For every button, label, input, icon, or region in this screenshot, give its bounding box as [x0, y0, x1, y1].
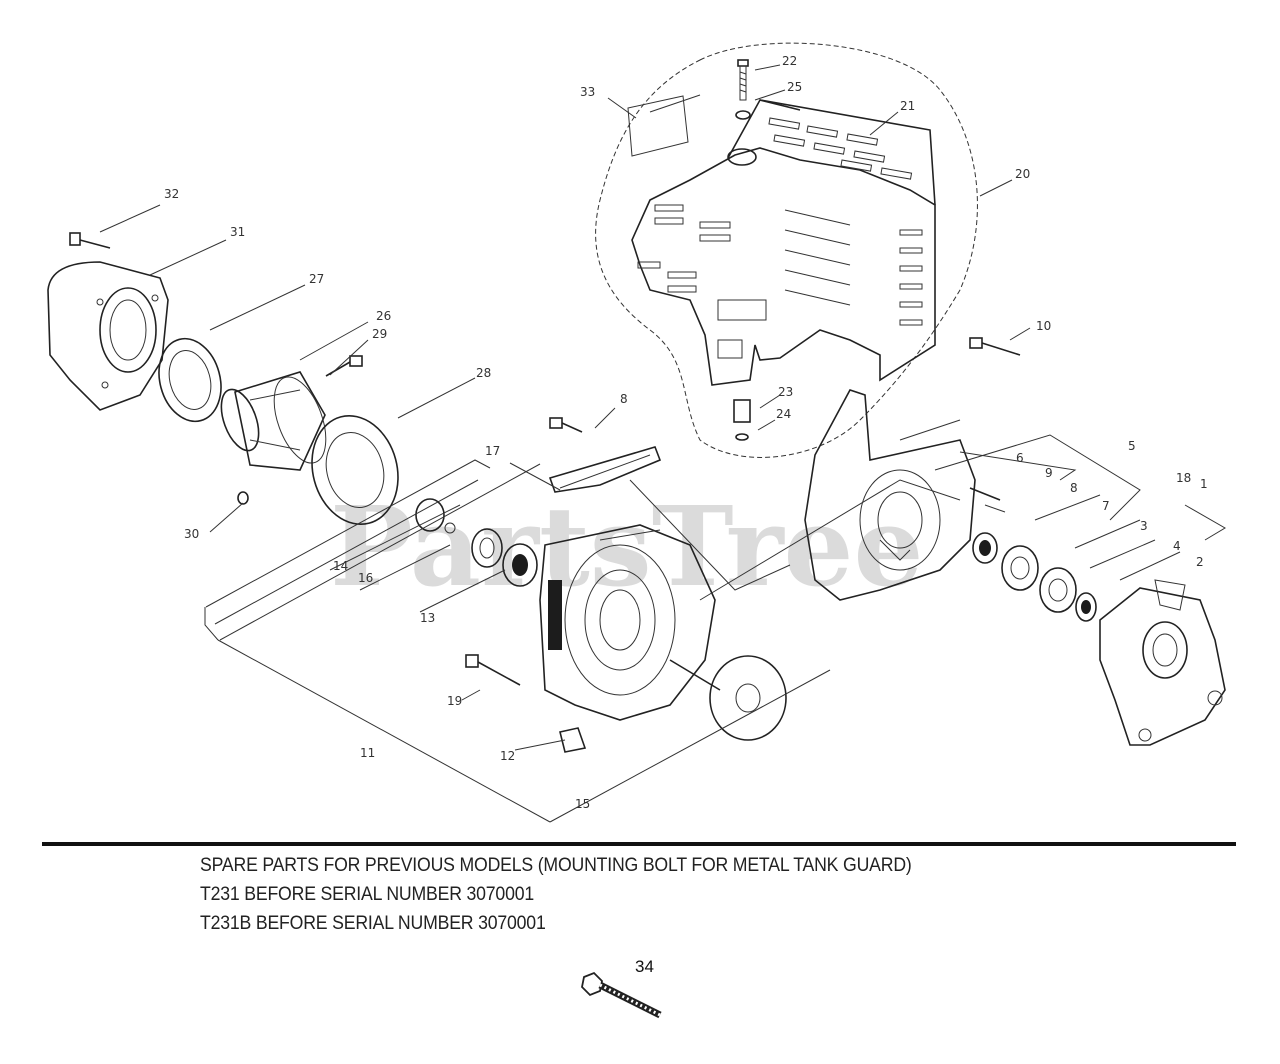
section-divider [42, 842, 1236, 846]
callout-15: 15 [575, 797, 590, 811]
callout-7: 7 [1102, 499, 1110, 513]
part-9-pin [984, 504, 1006, 513]
callout-21: 21 [900, 99, 915, 113]
callout-22: 22 [782, 54, 797, 68]
watermark-text: PartsTree [330, 482, 924, 611]
part-19-bolt [465, 654, 521, 686]
callout-labels: 1 2 3 4 5 6 7 8 8 9 10 11 12 13 14 15 16… [164, 54, 1208, 811]
part-30-washer [237, 491, 249, 505]
part-32-bolt [69, 232, 111, 249]
callout-17: 17 [485, 444, 500, 458]
part-23-24-spacer [733, 399, 751, 441]
callout-13: 13 [420, 611, 435, 625]
callout-32: 32 [164, 187, 179, 201]
callout-27: 27 [309, 272, 324, 286]
callout-28: 28 [476, 366, 491, 380]
part-1-2-gear-case [1099, 579, 1226, 746]
part-31-clutch-housing [47, 261, 169, 411]
part-22-25-screw-washer [735, 59, 751, 120]
callout-1: 1 [1200, 477, 1208, 491]
part-crankcase-half [804, 389, 976, 601]
part-11-fan-housing [539, 524, 716, 721]
callout-16: 16 [358, 571, 373, 585]
part-28-cover-plate [311, 414, 399, 526]
callout-9: 9 [1045, 466, 1053, 480]
exploded-parts-diagram: PartsTree [47, 42, 1226, 823]
part-17-bracket [548, 446, 662, 493]
part-14-circlip [415, 498, 445, 532]
callout-18: 18 [1176, 471, 1191, 485]
callout-31: 31 [230, 225, 245, 239]
part-10-bolt [969, 337, 1021, 356]
callout-29: 29 [372, 327, 387, 341]
callout-6: 6 [1016, 451, 1024, 465]
callout-11: 11 [360, 746, 375, 760]
part-33-label-plate [607, 95, 689, 157]
note-model-t231b: T231B BEFORE SERIAL NUMBER 3070001 [200, 913, 546, 934]
callout-12: 12 [500, 749, 515, 763]
callout-8-right: 8 [1070, 481, 1078, 495]
part-34-label: 34 [635, 957, 654, 976]
callout-25: 25 [787, 80, 802, 94]
part-20-21-top-cover [595, 42, 978, 458]
callout-2: 2 [1196, 555, 1204, 569]
part-15-pulley [669, 655, 787, 741]
part-34-mounting-bolt [570, 955, 680, 1025]
part-27-clutch-ring [158, 337, 222, 423]
note-heading: SPARE PARTS FOR PREVIOUS MODELS (MOUNTIN… [200, 855, 912, 876]
spare-parts-note: SPARE PARTS FOR PREVIOUS MODELS (MOUNTIN… [200, 851, 1100, 938]
callout-10: 10 [1036, 319, 1051, 333]
diagram-canvas: PartsTree [47, 42, 1226, 823]
callout-8-left: 8 [620, 392, 628, 406]
callout-3: 3 [1140, 519, 1148, 533]
part-16-pin [444, 522, 456, 534]
callout-4: 4 [1173, 539, 1181, 553]
callout-19: 19 [447, 694, 462, 708]
callout-5: 5 [1128, 439, 1136, 453]
callout-14: 14 [333, 559, 348, 573]
part-13-bearing [471, 528, 538, 587]
callout-30: 30 [184, 527, 199, 541]
part-7-8-bearings [972, 532, 1097, 622]
bolt-34-drawing [581, 971, 662, 1019]
callout-20: 20 [1015, 167, 1030, 181]
callout-24: 24 [776, 407, 791, 421]
part-6-bolt [969, 487, 1001, 501]
part-29-bolt [325, 355, 363, 377]
callout-26: 26 [376, 309, 391, 323]
part-26-clutch-hub [220, 371, 327, 471]
callout-23: 23 [778, 385, 793, 399]
part-12-clip [559, 727, 587, 753]
part-8-bolt-left [549, 417, 583, 433]
callout-33: 33 [580, 85, 595, 99]
note-model-t231: T231 BEFORE SERIAL NUMBER 3070001 [200, 884, 535, 905]
leader-lines [99, 64, 1226, 823]
